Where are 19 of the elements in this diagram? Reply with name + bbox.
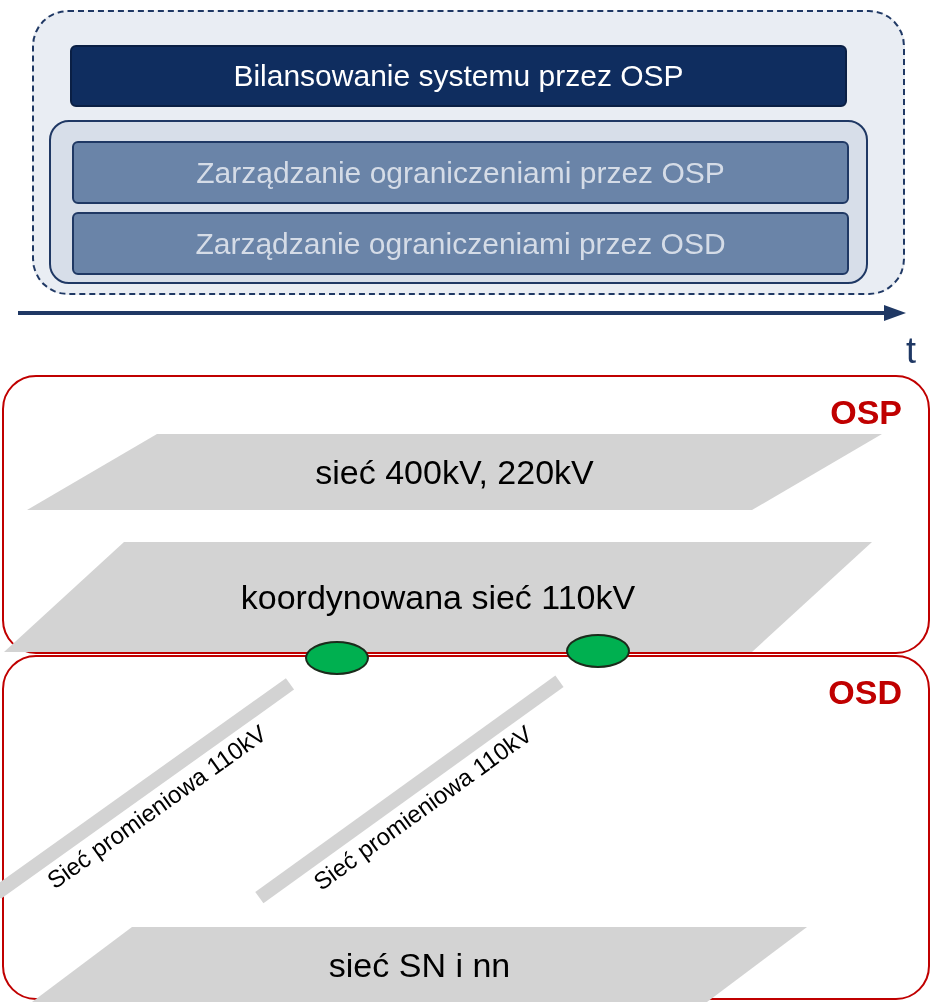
axis-label: t (906, 330, 916, 372)
region-heading: OSP (830, 393, 902, 432)
region-panel (2, 375, 930, 654)
region-panel (2, 655, 930, 1000)
region-heading: OSD (828, 673, 902, 712)
dashed-container (32, 10, 905, 295)
process-box (72, 141, 849, 204)
node-label: Zarządzanie ograniczeniami przez OSP (196, 155, 725, 190)
node-label: Bilansowanie systemu przez OSP (233, 59, 684, 93)
node-label: sieć 400kV, 220kV (315, 452, 594, 492)
process-box (70, 45, 847, 107)
network-layer (32, 927, 807, 1002)
group-box (49, 120, 868, 284)
node-label: Zarządzanie ograniczeniami przez OSD (195, 226, 726, 261)
network-layer (27, 434, 882, 510)
network-layer (4, 542, 872, 652)
node-label: koordynowana sieć 110kV (240, 577, 636, 617)
node-label: sieć SN i nn (328, 945, 511, 984)
process-box (72, 212, 849, 275)
